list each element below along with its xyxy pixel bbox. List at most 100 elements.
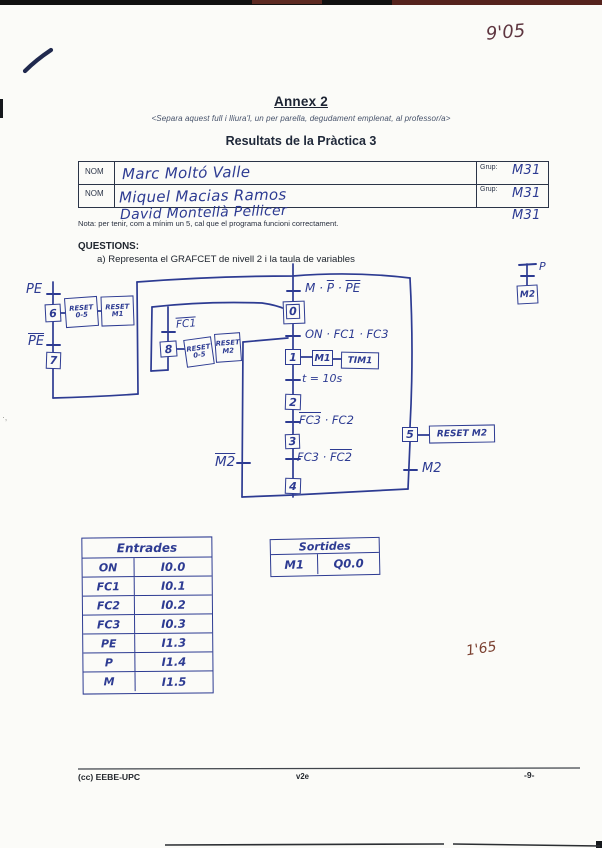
entrades-signal: FC3 <box>82 615 136 634</box>
transition-label-segment: M2 <box>422 461 442 476</box>
action-reset-m2-step5: RESET M2 <box>428 424 496 444</box>
table-row: PE I1.3 <box>83 633 213 654</box>
grup-label-2: Grup: <box>480 186 498 193</box>
grafcet-step-0: 0 <box>285 303 301 320</box>
entrades-address: I1.3 <box>161 635 187 650</box>
scan-edge-bottom-blob <box>596 841 602 848</box>
nom-label-1: NOM <box>85 167 104 176</box>
name-table-row-divider <box>79 184 548 186</box>
grup-value-3: M31 <box>512 208 541 223</box>
action-line: 0-5 <box>75 310 89 320</box>
entrades-address: I0.1 <box>160 578 186 593</box>
transition-label-segment: P <box>539 260 546 273</box>
table-row: FC3 I0.3 <box>82 614 213 635</box>
grafcet-step-4: 4 <box>284 477 302 495</box>
grup-value-2: M31 <box>512 186 541 201</box>
transition-label-p: P <box>539 260 546 273</box>
grafcet-step-3: 3 <box>284 433 301 450</box>
transition-label-m2-bar: M2 <box>215 454 235 470</box>
page-subtitle: <Separa aquest full i lliura'l, un per p… <box>151 114 451 123</box>
grade-bottom-annotation: 1'65 <box>464 638 498 660</box>
sortides-address: Q0.0 <box>333 556 364 571</box>
entrades-signal: FC2 <box>82 596 135 615</box>
grafcet-step-7: 7 <box>45 351 62 370</box>
student-name-1: Marc Moltó Valle <box>121 162 251 184</box>
grafcet-step-1: 1 <box>285 349 301 365</box>
action-line: 0-5 <box>192 350 207 360</box>
action-m1-step1: M1 <box>312 350 333 366</box>
grup-label-1: Grup: <box>480 164 498 171</box>
entrades-address: I0.0 <box>160 559 186 574</box>
questions-heading: QUESTIONS: <box>78 241 139 252</box>
transition-label-segment: · FC2 <box>320 413 354 427</box>
grade-top-annotation: 9'05 <box>485 20 527 45</box>
action-line: M2 <box>222 346 235 355</box>
transition-label-segment: PE <box>28 334 45 349</box>
transition-label-segment: PE <box>26 282 43 297</box>
question-a-text: a) Representa el GRAFCET de nivell 2 i l… <box>97 254 355 265</box>
table-row: ON I0.0 <box>82 557 212 578</box>
transition-label-fc3bar-fc2: FC3 · FC2 <box>299 413 354 427</box>
transition-label-segment: FC1 <box>175 317 197 331</box>
grafcet-step-8: 8 <box>159 340 178 358</box>
scan-edge-left-mark <box>0 99 3 118</box>
sortides-signal: M1 <box>270 554 319 576</box>
footer-right: -9- <box>524 770 535 780</box>
transition-label-fc3-fc2bar: FC3 · FC2 <box>297 450 352 464</box>
transition-label-pe: PE <box>26 282 42 297</box>
entrades-address: I1.4 <box>161 654 187 669</box>
entrades-signal: PE <box>83 634 136 653</box>
action-reset-m2-step8: RESET M2 <box>214 332 242 363</box>
transition-label-segment: · <box>334 281 346 295</box>
transition-label-fc1-bar: FC1 <box>176 317 197 330</box>
transition-label-segment: PE <box>345 281 361 295</box>
entrades-signal: M <box>83 672 136 692</box>
nom-label-2: NOM <box>85 189 104 198</box>
page-title: Annex 2 <box>274 94 328 109</box>
grafcet-step-0-outer: 0 <box>282 300 306 325</box>
action-tim1-step1: TIM1 <box>340 351 380 370</box>
grafcet-step-2: 2 <box>284 393 302 411</box>
action-reset-m1-step6: RESET M1 <box>100 295 135 327</box>
action-reset-0-5-step8: RESET 0-5 <box>183 336 215 368</box>
page-heading: Resultats de la Pràctica 3 <box>225 134 377 148</box>
table-row: P I1.4 <box>83 652 213 673</box>
transition-label-on: ON · FC1 · FC3 <box>305 327 389 341</box>
grup-value-1: M31 <box>512 163 541 178</box>
action-line: M1 <box>111 309 124 319</box>
table-row: FC2 I0.2 <box>82 595 212 616</box>
edge-smudge-mark: ·‚ <box>2 412 7 422</box>
transition-label-segment: FC3 · <box>297 450 330 464</box>
name-table: NOM NOM Grup: Grup: <box>78 161 549 208</box>
action-reset-0-5-step6: RESET 0-5 <box>63 295 100 329</box>
scan-edge-top-stain-2 <box>252 0 322 4</box>
entrades-signal: P <box>83 653 136 672</box>
table-row: M I1.5 <box>83 671 212 692</box>
scan-edge-top-stain-1 <box>392 0 602 5</box>
grafcet-step-5: 5 <box>402 427 418 442</box>
transition-label-segment: M2 <box>215 454 236 470</box>
entrades-title: Entrades <box>82 537 212 559</box>
transition-label-segment: P <box>326 281 335 295</box>
transition-label-segment: t = 10s <box>302 372 343 385</box>
grafcet-step-6: 6 <box>44 303 62 323</box>
footer-left: (cc) EEBE-UPC <box>78 772 141 782</box>
footer-rule <box>77 767 581 770</box>
table-row: FC1 I0.1 <box>82 576 212 597</box>
transition-label-segment: FC3 <box>299 413 321 427</box>
transition-label-timer: t = 10s <box>302 372 342 385</box>
entrades-signal: FC1 <box>82 577 135 596</box>
transition-label-segment: M · <box>305 281 327 295</box>
scan-edge-bottom-line <box>164 843 601 847</box>
pen-stroke <box>22 47 54 74</box>
transition-label-segment: FC2 <box>329 450 352 464</box>
table-row: M1 Q0.0 <box>270 553 379 576</box>
grafcet-m2-latch-box: M2 <box>516 284 539 305</box>
note-text: Nota: per tenir, com a mínim un 5, cal q… <box>78 219 339 228</box>
transition-label-pe-bar: PE <box>28 334 44 349</box>
transition-label-m2: M2 <box>422 461 442 476</box>
entrades-address: I0.2 <box>161 597 186 612</box>
entrades-signal: ON <box>82 558 135 577</box>
transition-label-start: M · P · PE <box>305 281 360 295</box>
transition-label-segment: ON · FC1 · FC3 <box>305 327 389 341</box>
